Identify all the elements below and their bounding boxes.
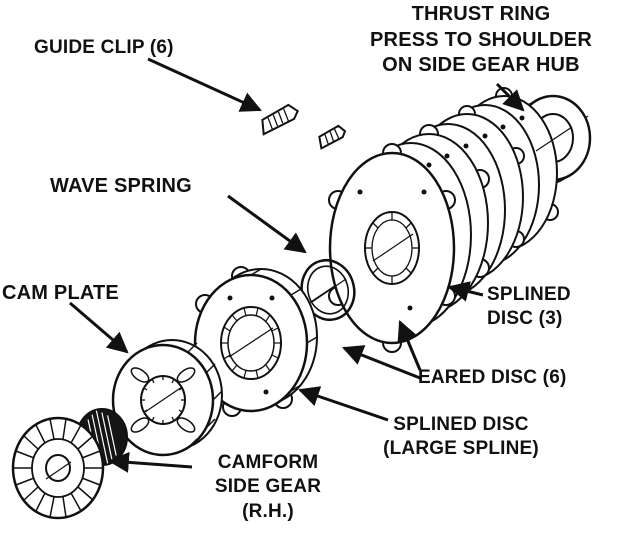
label-eared-disc: EARED DISC (6): [418, 367, 567, 388]
assembly-centerline: [45, 126, 573, 480]
label-splined-disc-3: SPLINED DISC (3): [487, 284, 571, 330]
label-camform-side-gear: CAMFORM SIDE GEAR (R.H.): [214, 452, 322, 522]
splined-disc-3-arrow: [447, 281, 484, 302]
label-cam-plate: CAM PLATE: [2, 282, 119, 304]
label-guide-clip: GUIDE CLIP (6): [34, 37, 174, 58]
eared-disc-arrow-upper: [397, 320, 422, 371]
guide-clip-drawing: [261, 103, 347, 150]
splined-disc-large-arrow: [298, 386, 389, 422]
guide-clip-arrow: [147, 57, 262, 112]
wave-spring-arrow: [227, 194, 307, 254]
label-wave-spring: WAVE SPRING: [50, 175, 192, 197]
thrust-ring-arrow: [495, 82, 525, 112]
label-thrust-ring: THRUST RING PRESS TO SHOULDER ON SIDE GE…: [370, 3, 592, 77]
camform-side-gear-arrow: [107, 451, 193, 473]
label-splined-disc-large: SPLINED DISC (LARGE SPLINE): [383, 414, 539, 460]
clutch-disc-stack-drawing: [328, 87, 559, 353]
cam-plate-arrow: [69, 301, 129, 354]
eared-disc-arrow-lower: [342, 345, 421, 380]
camform-side-gear-drawing: [11, 416, 105, 520]
